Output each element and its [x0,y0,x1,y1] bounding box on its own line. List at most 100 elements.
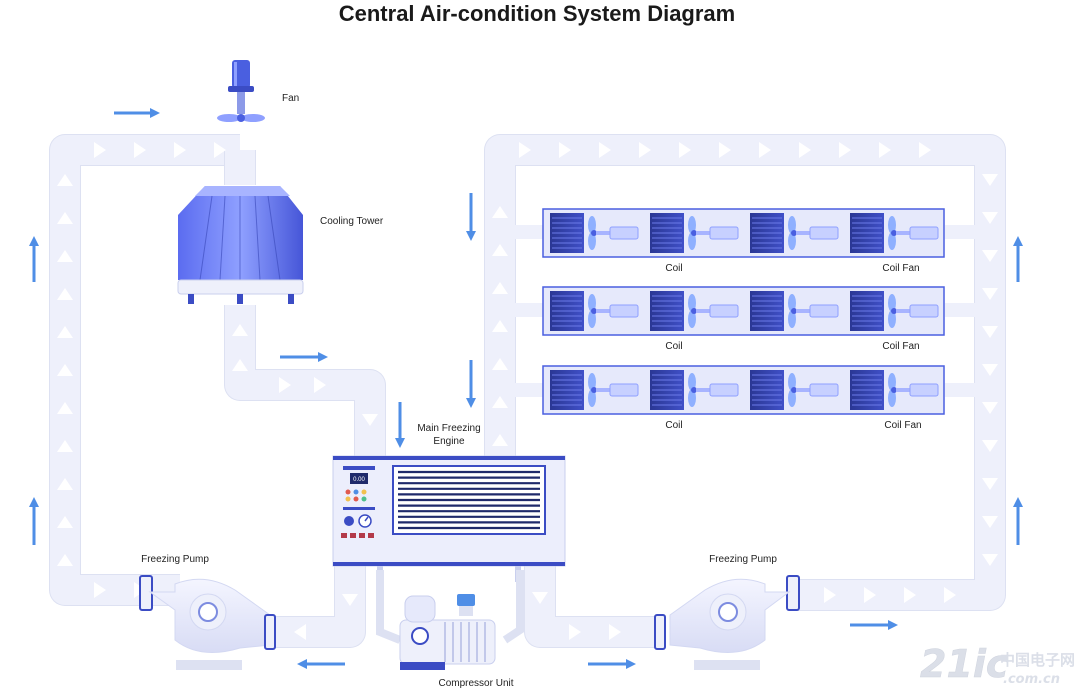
pipe-chevron [532,592,548,604]
diagram-title: Central Air-condition System Diagram [338,1,736,26]
flow-arrow-up [1013,497,1023,545]
pipe-chevron [57,440,73,452]
pipe-chevron [719,142,731,158]
coil-unit [750,291,839,331]
pipe-chevron [314,377,326,393]
flow-arrow-up [29,497,39,545]
pipe-chevron [232,359,248,371]
pipe-chevron [982,516,998,528]
flow-arrow-right [588,659,636,669]
flow-arrow-down [466,193,476,241]
svg-text:.com.cn: .com.cn [1003,672,1060,687]
pipe-chevron [134,142,146,158]
coil-fan-icon [688,373,739,407]
pipe-chevron [492,358,508,370]
pipe-chevron [519,142,531,158]
coil-unit [550,370,639,410]
freezing-pump-right [654,575,800,670]
pipe-chevron [57,288,73,300]
pipe-chevron [294,624,306,640]
coil-fan-label: Coil Fan [882,263,919,274]
pipe-chevron [982,364,998,376]
pipe-chevron [982,212,998,224]
pipe-chevron [919,142,931,158]
gauge-icon [344,516,354,526]
flow-arrow-down [466,360,476,408]
pipe-chevron [94,142,106,158]
watermark-logo: 21ic 中国电子网 .com.cn [920,642,1074,687]
coil-unit [750,370,839,410]
pipe-chevron [982,288,998,300]
pipe-chevron [57,326,73,338]
pipe-chevron [799,142,811,158]
pipe-chevron [492,282,508,294]
coil-unit [850,370,939,410]
pipe-chevron [982,402,998,414]
engine-display [350,473,368,484]
pipe-chevron [759,142,771,158]
coil-unit [850,291,939,331]
main-freezing-engine-label: Engine [433,436,465,447]
engine-display-value: 0.00 [353,477,365,483]
main-freezing-engine: 0.00 [332,455,566,582]
coil-row [542,286,945,336]
engine-grille [398,470,540,530]
pipe-chevron [679,142,691,158]
coil-fan-label: Coil Fan [882,341,919,352]
pipe-chevron [232,324,248,336]
pipe-chevron [639,142,651,158]
pipe-chevron [492,320,508,332]
pipe-chevron [569,624,581,640]
pipe-chevron [57,402,73,414]
pipe-chevron [57,250,73,262]
pipe-chevron [492,206,508,218]
pipe-chevron [982,250,998,262]
coil-fan-icon [888,294,939,328]
pipe-chevron [214,142,226,158]
pipe-chevron [57,212,73,224]
coil-unit [650,291,739,331]
coil-unit [850,213,939,253]
pipe-chevron [879,142,891,158]
cooling-tower-label: Cooling Tower [320,216,384,227]
flow-arrow-right [280,352,328,362]
pipe-chevron [342,594,358,606]
coil-label: Coil [665,341,682,352]
pipe-chevron [57,364,73,376]
coil-unit [550,213,639,253]
flow-arrow-down [395,402,405,448]
main-freezing-engine-label: Main Freezing [417,423,480,434]
freezing-pump-right-label: Freezing Pump [709,554,777,565]
pipe-chevron [57,516,73,528]
coil-fan-icon [888,216,939,250]
flow-arrow-up [29,236,39,282]
coil-unit [750,213,839,253]
coil-label: Coil [665,263,682,274]
flow-arrow-left [297,659,345,669]
coil-unit [650,213,739,253]
freezing-pump-left-label: Freezing Pump [141,554,209,565]
coil-fan-icon [788,294,839,328]
flow-arrows [29,108,1023,669]
coil-fan-icon [888,373,939,407]
pipe-chevron [982,478,998,490]
coil-unit [650,370,739,410]
pipe-chevron [492,434,508,446]
pipe-chevron [57,174,73,186]
pipe-chevron [904,587,916,603]
pipe-chevron [982,440,998,452]
pipe-chevron [57,554,73,566]
coil-fan-icon [588,373,639,407]
coil-fan-label: Coil Fan [884,420,921,431]
pipe-chevron [492,396,508,408]
pipe-chevron [609,624,621,640]
coil-fan-icon [688,294,739,328]
flow-arrow-right [850,620,898,630]
pipe-chevron [944,587,956,603]
fan-icon [217,60,265,122]
pipe-chevron [174,142,186,158]
compressor-unit [376,570,524,670]
pipe-chevron [279,377,291,393]
coil-row [542,365,945,415]
